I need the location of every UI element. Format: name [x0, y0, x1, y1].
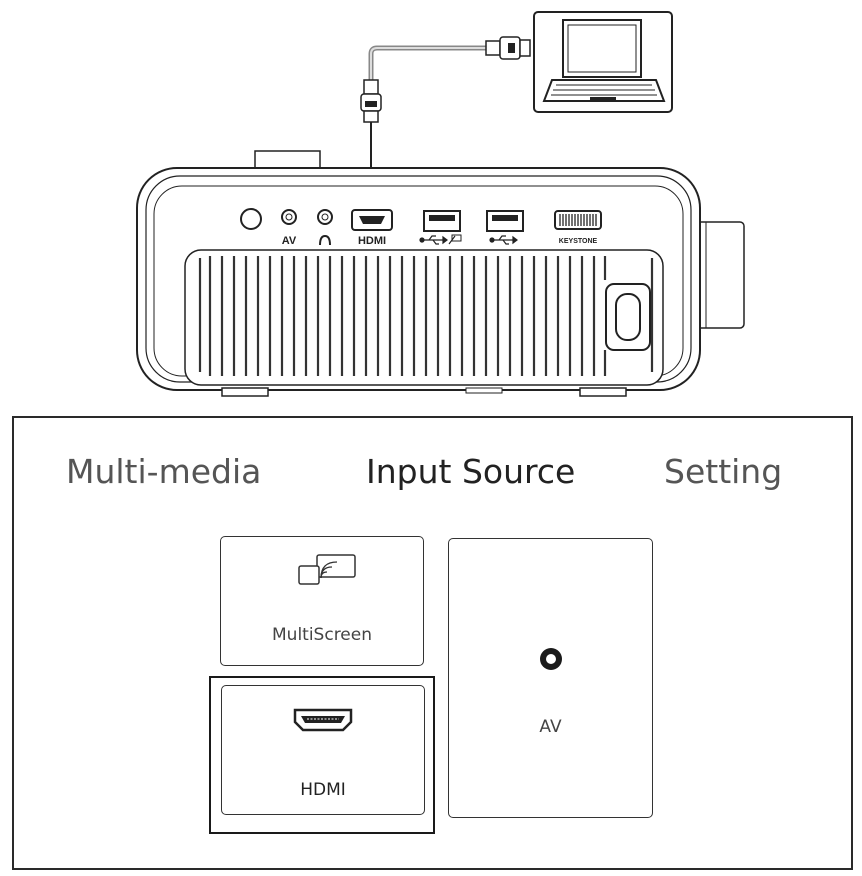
hdmi-source-card[interactable]: HDMI: [221, 685, 425, 815]
multiscreen-source-card[interactable]: MultiScreen: [220, 536, 424, 666]
connection-diagram: AV HDMI KEYSTONE: [136, 11, 745, 397]
av-port-label: AV: [282, 235, 297, 247]
av-source-card[interactable]: AV: [448, 538, 653, 818]
selection-highlight: [209, 676, 435, 834]
hdmi-label: HDMI: [300, 780, 346, 800]
av-label: AV: [539, 717, 562, 737]
av-jack-icon: [540, 648, 562, 670]
screen-cast-icon: [298, 554, 356, 585]
usb-symbol-icon: [419, 234, 462, 245]
tab-multimedia[interactable]: Multi-media: [66, 452, 262, 491]
keystone-label: KEYSTONE: [559, 238, 598, 245]
projector-back-panel: [136, 150, 745, 397]
input-source-menu: Multi-media Input Source Setting MultiSc…: [12, 416, 853, 870]
tab-setting[interactable]: Setting: [664, 452, 783, 491]
vent-slots: [198, 256, 654, 376]
tab-input-source[interactable]: Input Source: [366, 452, 576, 491]
multiscreen-label: MultiScreen: [272, 625, 372, 645]
hdmi-port-icon: [293, 708, 353, 732]
hdmi-port-label: HDMI: [358, 235, 386, 247]
laptop-icon: [533, 11, 673, 113]
